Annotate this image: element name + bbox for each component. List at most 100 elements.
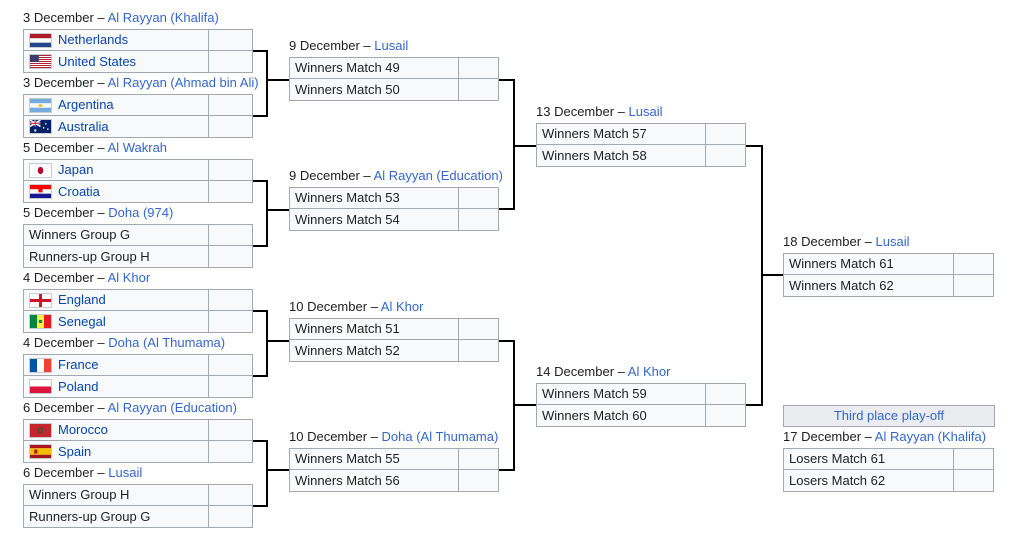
team-name[interactable]: Croatia bbox=[58, 183, 100, 199]
team-row: Winners Match 60 bbox=[536, 405, 746, 427]
venue-link[interactable]: Al Rayyan (Education) bbox=[373, 168, 503, 183]
team-name[interactable]: England bbox=[58, 292, 106, 307]
team-name: Winners Group H bbox=[29, 487, 130, 502]
venue-link[interactable]: Al Khor bbox=[380, 299, 424, 314]
match-header: 17 December – Al Rayyan (Khalifa) bbox=[783, 429, 987, 444]
team-name[interactable]: France bbox=[58, 357, 99, 372]
score-cell bbox=[209, 441, 253, 463]
team-row: Winners Match 62 bbox=[783, 275, 994, 297]
team-name: Winners Match 61 bbox=[789, 256, 894, 271]
venue-link[interactable]: Al Khor bbox=[627, 364, 671, 379]
venue-link[interactable]: Lusail bbox=[875, 234, 910, 249]
team-name: Runners-up Group H bbox=[29, 248, 150, 264]
team-name[interactable]: United States bbox=[58, 53, 137, 69]
match-date: 3 December bbox=[23, 10, 94, 25]
match-box: Winners Match 59 Winners Match 60 bbox=[536, 383, 746, 427]
venue-link[interactable]: Doha (Al Thumama) bbox=[108, 335, 226, 350]
team-name[interactable]: Japan bbox=[58, 162, 94, 177]
match-header: 6 December – Al Rayyan (Education) bbox=[23, 400, 237, 415]
score-cell bbox=[459, 470, 499, 492]
team-row: Losers Match 62 bbox=[783, 470, 994, 492]
united-states-flag-icon bbox=[29, 54, 52, 69]
match-date: 9 December bbox=[289, 168, 360, 183]
match-box: Winners Match 51 Winners Match 52 bbox=[289, 318, 499, 362]
japan-flag-icon bbox=[29, 162, 52, 178]
team-name[interactable]: Australia bbox=[58, 118, 109, 134]
team-row: Winners Match 51 bbox=[289, 318, 499, 340]
match-header: 6 December – Lusail bbox=[23, 465, 143, 480]
team-name[interactable]: Senegal bbox=[58, 313, 106, 329]
match-date: 4 December bbox=[23, 335, 94, 350]
score-cell bbox=[954, 275, 994, 297]
team-name: Winners Match 57 bbox=[542, 126, 647, 141]
netherlands-flag-icon bbox=[29, 32, 52, 48]
team-name[interactable]: Spain bbox=[58, 443, 92, 459]
team-name[interactable]: Poland bbox=[58, 378, 99, 394]
venue-link[interactable]: Lusail bbox=[108, 465, 143, 480]
venue-link[interactable]: Al Rayyan (Khalifa) bbox=[874, 429, 987, 444]
match-header: 4 December – Al Khor bbox=[23, 270, 151, 285]
connector-line bbox=[499, 340, 515, 471]
venue-link[interactable]: Al Rayyan (Khalifa) bbox=[107, 10, 219, 25]
score-cell bbox=[209, 94, 253, 116]
venue-link[interactable]: Lusail bbox=[628, 104, 663, 119]
team-name: Winners Match 62 bbox=[789, 277, 894, 293]
france-flag-icon bbox=[29, 357, 52, 373]
third-place-heading[interactable]: Third place play-off bbox=[783, 405, 995, 427]
match-date: 9 December bbox=[289, 38, 360, 53]
team-row: Winners Match 58 bbox=[536, 145, 746, 167]
match-box: Winners Match 53 Winners Match 54 bbox=[289, 187, 499, 231]
team-name[interactable]: Argentina bbox=[58, 97, 114, 112]
match-box: Netherlands United States bbox=[23, 29, 253, 73]
connector-line bbox=[253, 440, 268, 507]
team-row: Senegal bbox=[23, 311, 253, 333]
match-header: 10 December – Al Khor bbox=[289, 299, 424, 314]
connector-line bbox=[253, 50, 268, 117]
score-cell bbox=[209, 311, 253, 333]
score-cell bbox=[209, 484, 253, 506]
venue-link[interactable]: Al Wakrah bbox=[107, 140, 168, 155]
team-name[interactable]: Netherlands bbox=[58, 32, 129, 47]
team-name: Winners Match 50 bbox=[295, 81, 400, 97]
senegal-flag-icon bbox=[29, 314, 52, 329]
team-row: England bbox=[23, 289, 253, 311]
team-name: Losers Match 62 bbox=[789, 472, 886, 488]
team-name: Winners Match 59 bbox=[542, 386, 647, 401]
match-box: Winners Match 57 Winners Match 58 bbox=[536, 123, 746, 167]
venue-link[interactable]: Doha (974) bbox=[108, 205, 174, 220]
team-row: Winners Match 56 bbox=[289, 470, 499, 492]
match-header: 5 December – Doha (974) bbox=[23, 205, 174, 220]
score-cell bbox=[459, 57, 499, 79]
score-cell bbox=[209, 224, 253, 246]
match-box: Japan Croatia bbox=[23, 159, 253, 203]
match-box: Argentina Australia bbox=[23, 94, 253, 138]
score-cell bbox=[706, 123, 746, 145]
team-name: Winners Match 55 bbox=[295, 451, 400, 466]
score-cell bbox=[209, 246, 253, 268]
team-row: Runners-up Group H bbox=[23, 246, 253, 268]
match-box: Winners Match 55 Winners Match 56 bbox=[289, 448, 499, 492]
match-box: Winners Match 49 Winners Match 50 bbox=[289, 57, 499, 101]
match-header: 4 December – Doha (Al Thumama) bbox=[23, 335, 226, 350]
venue-link[interactable]: Al Rayyan (Ahmad bin Ali) bbox=[107, 75, 259, 90]
score-cell bbox=[954, 470, 994, 492]
venue-link[interactable]: Al Rayyan (Education) bbox=[107, 400, 237, 415]
team-row: Winners Match 55 bbox=[289, 448, 499, 470]
team-row: Netherlands bbox=[23, 29, 253, 51]
match-box: Winners Group G Runners-up Group H bbox=[23, 224, 253, 268]
match-date: 10 December bbox=[289, 299, 368, 314]
connector-line bbox=[253, 310, 268, 377]
venue-link[interactable]: Al Khor bbox=[107, 270, 151, 285]
team-name[interactable]: Morocco bbox=[58, 422, 108, 437]
match-header: 3 December – Al Rayyan (Ahmad bin Ali) bbox=[23, 75, 259, 90]
team-row: France bbox=[23, 354, 253, 376]
team-row: Losers Match 61 bbox=[783, 448, 994, 470]
score-cell bbox=[706, 405, 746, 427]
team-row: Winners Match 52 bbox=[289, 340, 499, 362]
team-name: Winners Match 56 bbox=[295, 472, 400, 488]
match-box: Winners Group H Runners-up Group G bbox=[23, 484, 253, 528]
venue-link[interactable]: Doha (Al Thumama) bbox=[381, 429, 499, 444]
venue-link[interactable]: Lusail bbox=[374, 38, 409, 53]
score-cell bbox=[209, 51, 253, 73]
